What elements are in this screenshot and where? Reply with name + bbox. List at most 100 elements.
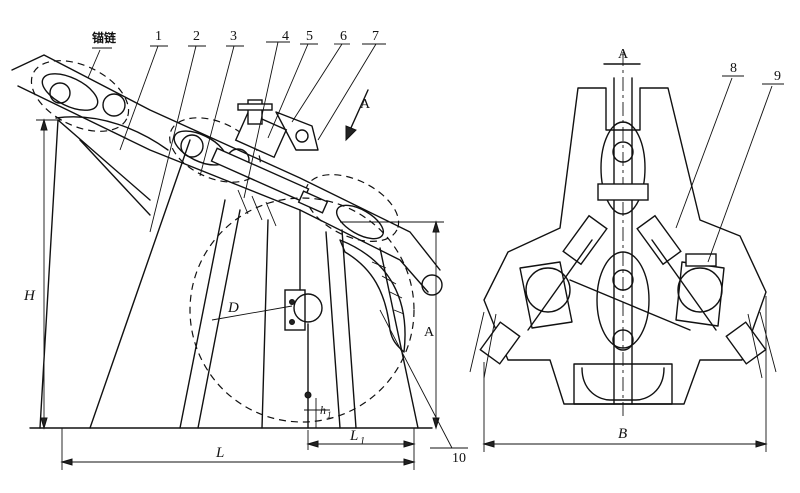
label-part-5: 5	[306, 29, 313, 44]
base-pad-curve	[581, 367, 665, 401]
chain-link-2	[102, 93, 126, 117]
leader-7	[317, 43, 377, 141]
dim-l-arrow-right	[403, 458, 416, 466]
hub-bolt-1	[289, 299, 295, 305]
chain-link-vertical-1	[600, 121, 646, 215]
wheel-rim-segment	[339, 239, 406, 353]
right-actuator	[725, 321, 767, 365]
chain-stud-v1	[612, 141, 634, 163]
base-pad	[573, 363, 673, 405]
label-dim-h1: h	[320, 403, 326, 417]
label-part-8: 8	[730, 61, 737, 76]
leader-4	[243, 41, 279, 199]
hawse-pipe-top	[11, 54, 441, 271]
right-jaw-block	[675, 261, 725, 327]
label-part-9: 9	[774, 69, 781, 84]
dim-b-arrow-right	[755, 440, 768, 448]
leader-1	[119, 45, 159, 151]
wheel-teeth	[371, 261, 405, 315]
view-arrow-a	[345, 89, 369, 142]
label-dim-d: D	[227, 300, 239, 316]
hawse-lip	[55, 116, 169, 151]
dim-a-arrow-top	[432, 220, 440, 233]
wheel-hub	[293, 293, 323, 323]
leader-6	[291, 43, 343, 123]
dim-h-arrow-top	[40, 118, 48, 131]
right-cylinder	[636, 214, 777, 379]
dim-l1-arrow-left	[306, 440, 319, 448]
label-dim-l1-sub: 1	[360, 436, 365, 447]
label-part-2: 2	[193, 29, 200, 44]
dim-a-arrow-bottom	[432, 417, 440, 430]
hub-bolt-2	[289, 319, 295, 325]
label-part-7: 7	[372, 29, 379, 44]
left-cylinder-body	[562, 214, 608, 266]
leader-chain	[87, 49, 101, 79]
stopper-cap	[237, 103, 273, 111]
leader-8	[675, 77, 733, 229]
chain-link-dashed-3	[304, 174, 400, 242]
label-chain: 锚链	[92, 30, 117, 45]
lever-pin	[295, 129, 309, 143]
stopper-lever	[275, 111, 319, 151]
right-bracket	[685, 253, 717, 267]
h1-marker	[304, 391, 312, 399]
chain-link-vertical-2	[596, 251, 650, 349]
right-actuator-lines	[747, 311, 777, 379]
left-actuator	[479, 321, 521, 365]
leader-3	[199, 45, 235, 177]
chain-link-5	[335, 204, 385, 240]
leader-10	[379, 309, 453, 449]
left-cylinder	[469, 214, 608, 379]
left-actuator-lines	[469, 311, 497, 379]
label-part-4: 4	[282, 29, 289, 44]
dim-l-arrow-left	[60, 458, 73, 466]
chain-stud-v3	[612, 329, 634, 351]
part-leaders-left	[87, 41, 468, 449]
chain-stud-1	[49, 82, 71, 104]
stopper-roller-box	[297, 190, 329, 214]
frame-left-edge	[39, 119, 59, 429]
section-a-view	[469, 52, 784, 452]
cross-link-bar	[569, 279, 691, 331]
frame-member-5	[341, 229, 357, 429]
dim-d-line	[211, 305, 293, 321]
leader-2	[149, 45, 197, 233]
label-dim-b: B	[618, 426, 627, 442]
frame-member-3	[179, 199, 226, 429]
frame-inner-brace	[79, 139, 151, 216]
dim-h-arrow-bottom	[40, 417, 48, 430]
frame-member-5b	[325, 231, 341, 429]
side-link-right	[677, 267, 723, 313]
dim-b-arrow-left	[482, 440, 495, 448]
label-dim-h: H	[23, 288, 36, 304]
view-arrow-head	[345, 125, 357, 142]
label-part-1: 1	[155, 29, 162, 44]
side-elevation-view	[11, 41, 468, 470]
side-link-left	[525, 267, 571, 313]
top-guide-block	[597, 183, 649, 201]
label-section-a: A	[618, 47, 629, 62]
dim-l1-arrow-right	[403, 440, 416, 448]
label-dim-l: L	[215, 445, 224, 461]
view-arrow-shaft	[349, 89, 369, 131]
label-dim-l1: L	[349, 428, 358, 444]
chain-stud-v2	[612, 269, 634, 291]
label-dim-a: A	[424, 325, 435, 340]
stopper-assembly	[210, 99, 329, 227]
right-cylinder-body	[636, 214, 682, 266]
chain-end-link	[421, 274, 443, 296]
label-view-arrow-a: A	[360, 97, 371, 112]
left-jaw-block	[519, 261, 573, 329]
leader-5	[267, 43, 309, 139]
stopper-body-outline	[483, 87, 767, 405]
right-cylinder-rod	[651, 239, 717, 331]
label-dim-h1-sub: 1	[327, 410, 332, 420]
windlass-wheel-outline	[189, 197, 415, 423]
dimensions-left	[36, 118, 444, 470]
label-part-10: 10	[452, 451, 466, 466]
frame-member-4	[261, 219, 269, 429]
chain-link-dashed-1	[30, 60, 130, 132]
